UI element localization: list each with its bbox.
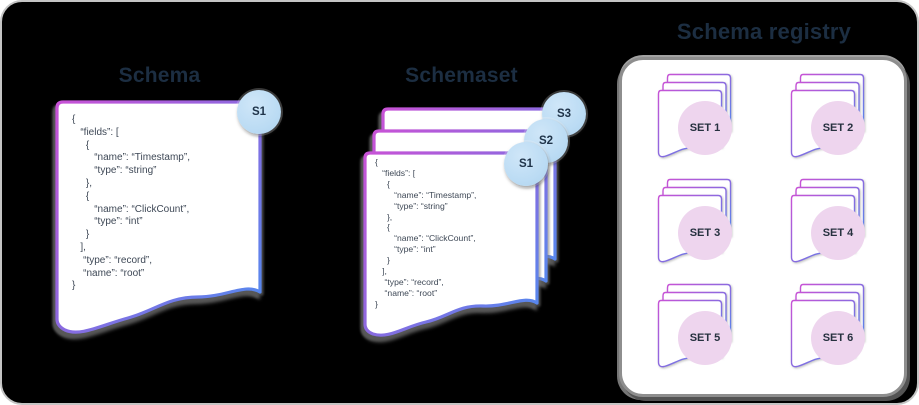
- schemaset-stack-set3: SET 3: [651, 176, 751, 280]
- schemaset-revision-badge-s1: S1: [504, 142, 548, 186]
- schema-registry-container: SET 1 SET 2 SET 3: [619, 57, 907, 397]
- set-circle: [811, 101, 865, 155]
- schema-title: Schema: [118, 64, 201, 87]
- set-label: SET 2: [822, 122, 854, 134]
- set-circle: [678, 101, 732, 155]
- document-stack-icon: [657, 178, 732, 263]
- set-label: SET 4: [822, 227, 854, 239]
- set-circle: [678, 206, 732, 260]
- schema-revision-badge-s1: S1: [237, 90, 281, 134]
- schemaset-stack-set1: SET 1: [651, 71, 751, 175]
- schemaset-stack-set5: SET 5: [651, 281, 751, 385]
- set-circle: [678, 311, 732, 365]
- schema-json-code: { “fields”: [ { “name”: “Timestamp”, “ty…: [72, 114, 190, 292]
- set-circle: [811, 311, 865, 365]
- schemaset-title: Schemaset: [405, 64, 518, 87]
- schemaset-json-code: { “fields”: [ { “name”: “Timestamp”, “ty…: [375, 157, 477, 309]
- set-label: SET 1: [689, 122, 721, 134]
- schemaset-stack-set2: SET 2: [784, 71, 884, 175]
- schemaset-document-stack-icon: [363, 107, 557, 337]
- document-stack-icon: [790, 73, 865, 158]
- schemaset-stack-set4: SET 4: [784, 176, 884, 280]
- set-label: SET 6: [822, 332, 854, 344]
- set-circle: [811, 206, 865, 260]
- schemaset-stack-set6: SET 6: [784, 281, 884, 385]
- document-stack-icon: [657, 73, 732, 158]
- set-label: SET 3: [689, 227, 721, 239]
- document-stack-icon: [790, 283, 865, 368]
- document-stack-icon: [790, 178, 865, 263]
- schema-registry-title: Schema registry: [676, 19, 852, 44]
- set-label: SET 5: [689, 332, 721, 344]
- document-stack-icon: [657, 283, 732, 368]
